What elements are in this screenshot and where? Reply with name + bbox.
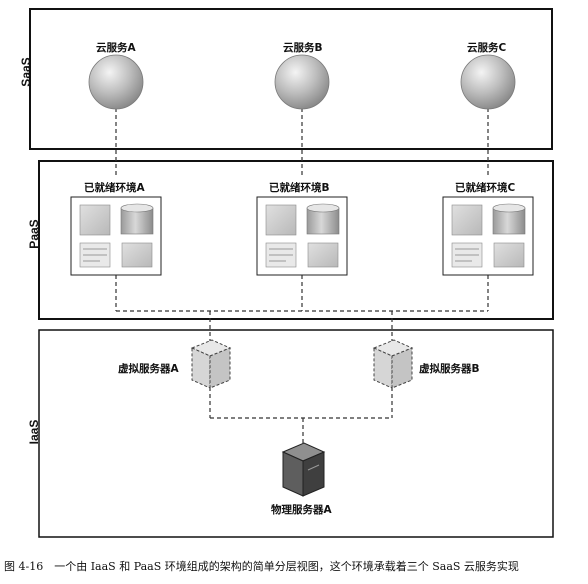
ready-environment-b-label: 已就绪环境B (269, 182, 330, 194)
cloud-service-b-sphere-icon (274, 54, 330, 110)
cloud-service-b-label: 云服务B (283, 42, 323, 54)
ready-environment-c-icon (442, 196, 534, 276)
iaas-layer-label: IaaS (27, 419, 41, 445)
saas-layer-box (29, 8, 553, 150)
ready-environment-a-label: 已就绪环境A (84, 182, 145, 194)
paas-to-iaas-connectors (115, 275, 489, 342)
paas-layer-box (38, 160, 554, 320)
virtual-to-physical-connectors (209, 387, 393, 446)
saas-to-paas-connectors (115, 108, 489, 178)
virtual-server-b-icon (372, 339, 414, 389)
virtual-server-a-label: 虚拟服务器A (118, 363, 179, 375)
virtual-server-a-icon (190, 339, 232, 389)
cloud-service-c-sphere-icon (460, 54, 516, 110)
virtual-server-b-label: 虚拟服务器B (419, 363, 480, 375)
ready-environment-b-icon (256, 196, 348, 276)
cloud-service-a-sphere-icon (88, 54, 144, 110)
physical-server-a-label: 物理服务器A (271, 504, 332, 516)
physical-server-a-icon (281, 442, 326, 497)
iaas-layer-box (38, 329, 554, 538)
saas-layer-label: SaaS (19, 57, 33, 87)
paas-layer-label: PaaS (27, 219, 41, 249)
cloud-service-c-label: 云服务C (467, 42, 507, 54)
ready-environment-c-label: 已就绪环境C (455, 182, 516, 194)
figure-caption: 图 4-16 一个由 IaaS 和 PaaS 环境组成的架构的简单分层视图，这个… (4, 560, 519, 573)
ready-environment-a-icon (70, 196, 162, 276)
cloud-service-a-label: 云服务A (96, 42, 136, 54)
